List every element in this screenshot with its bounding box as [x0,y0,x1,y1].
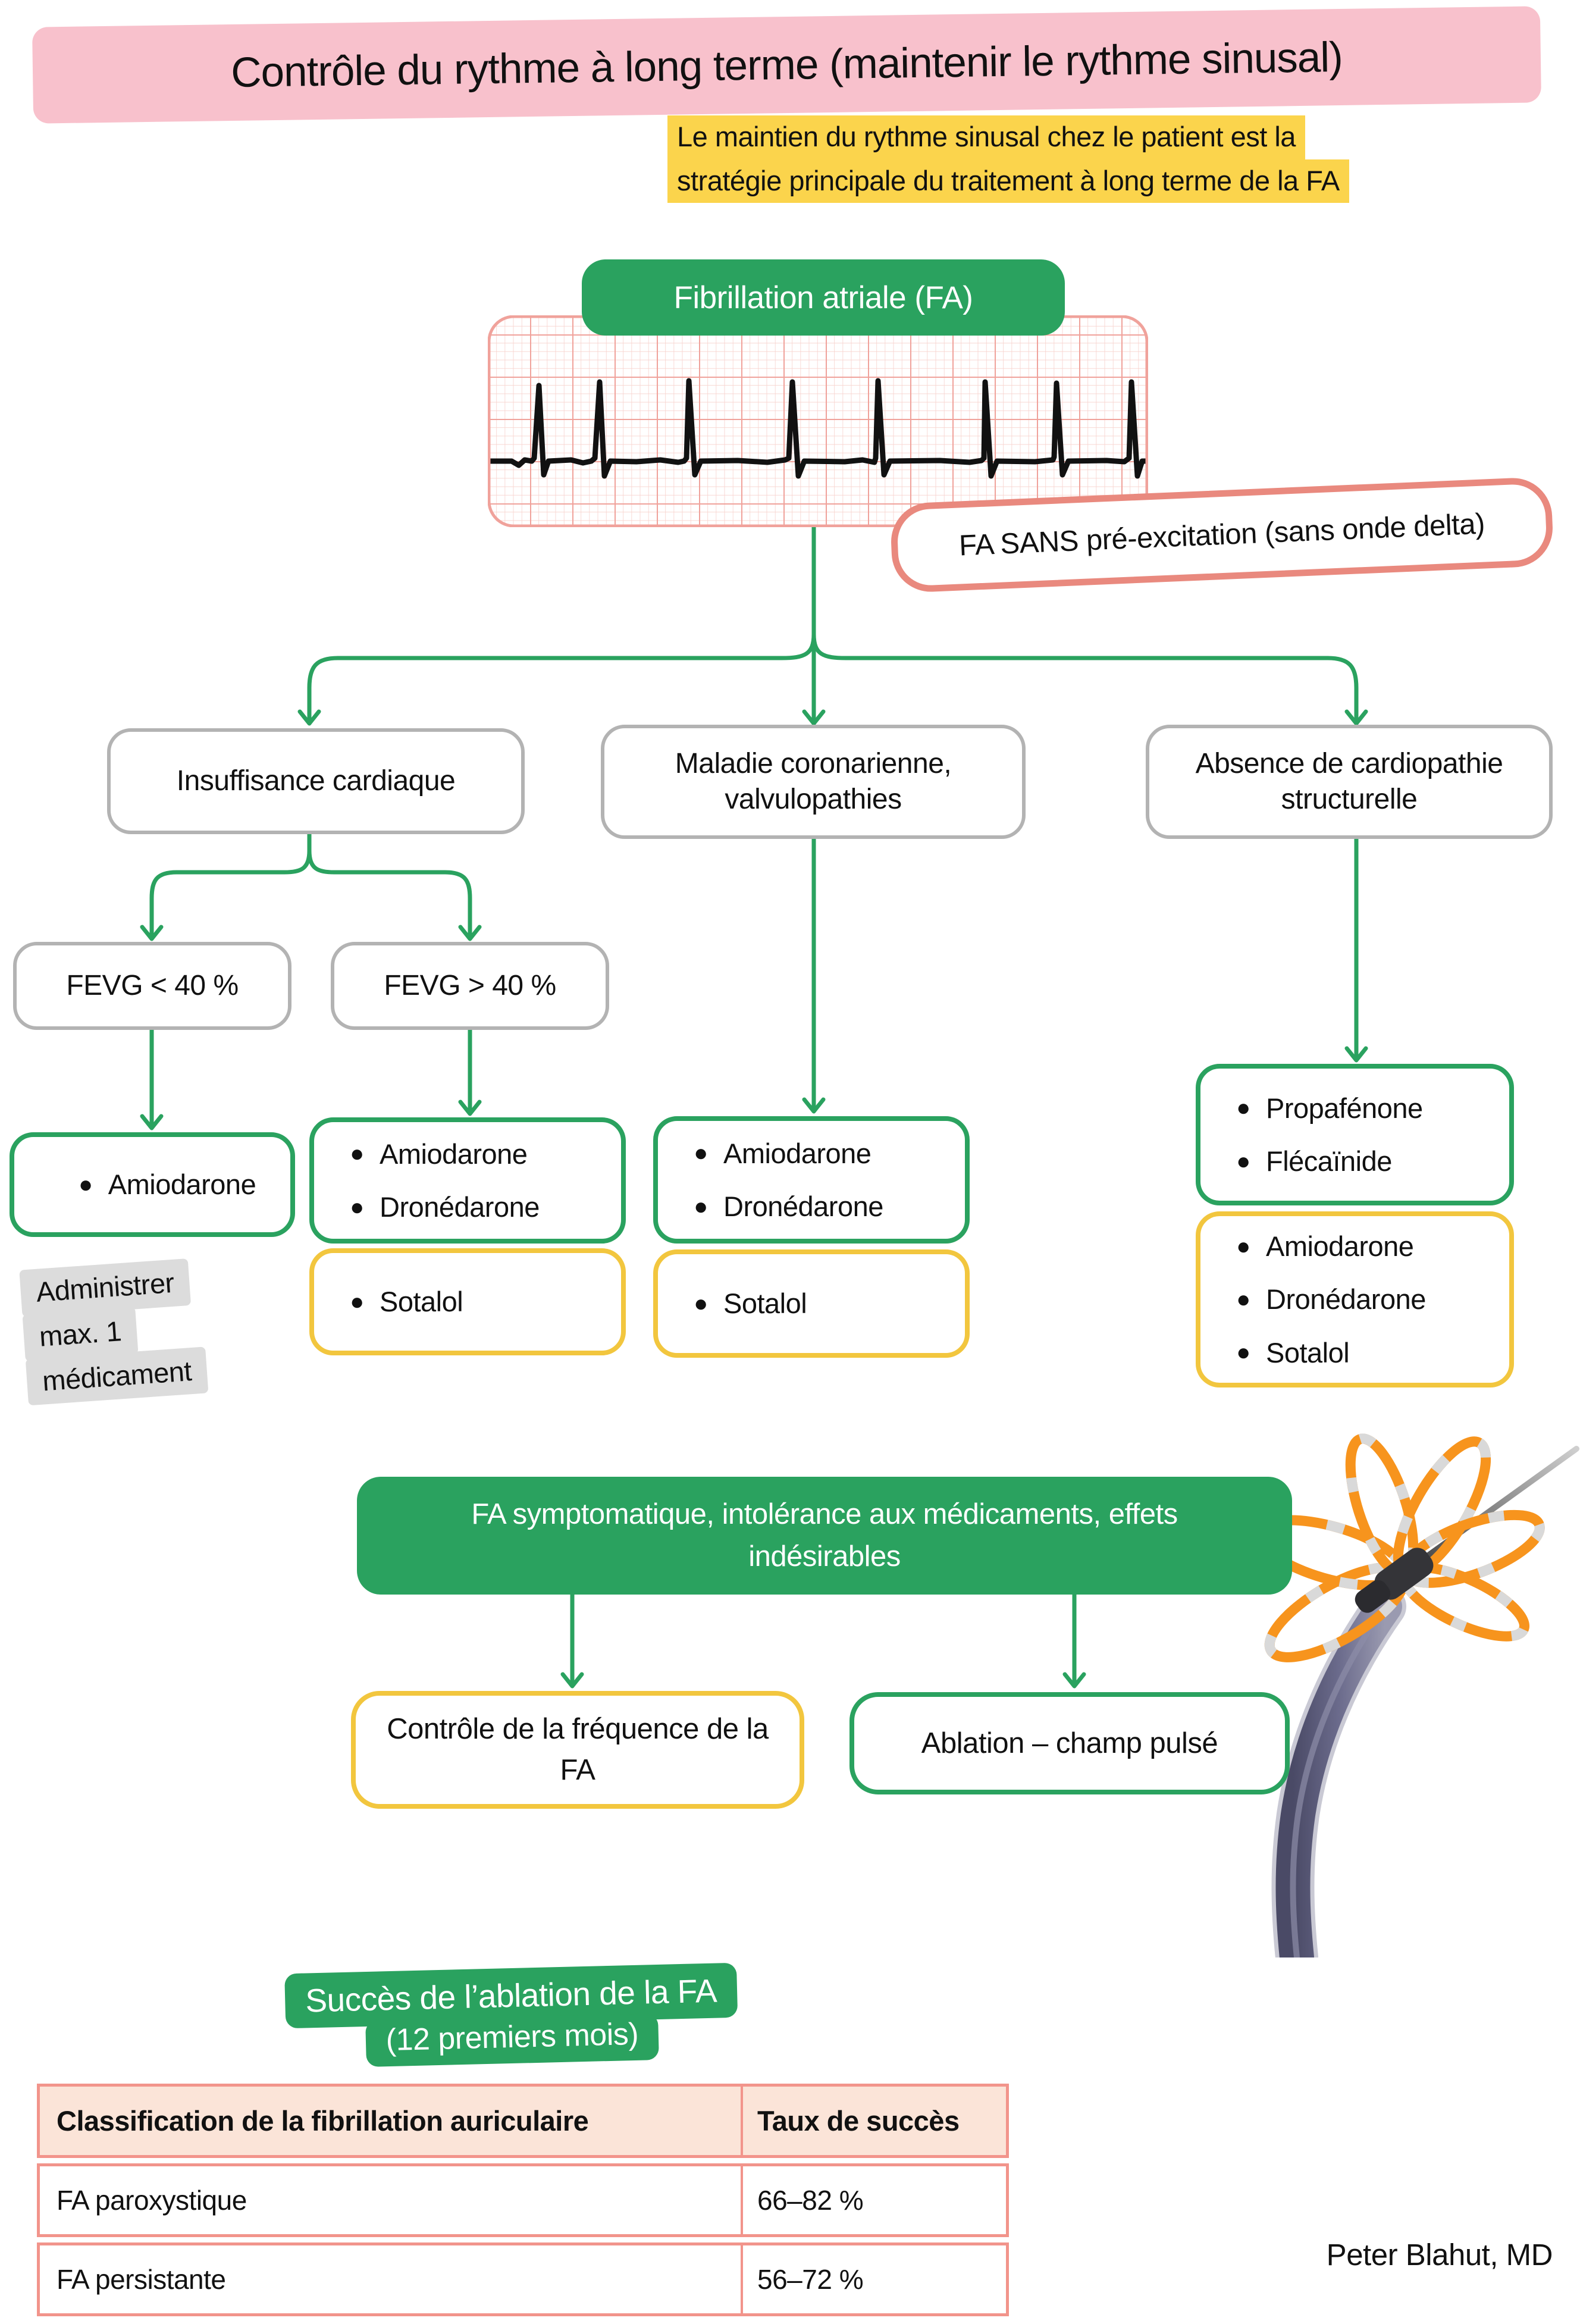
med-item: Dronédarone [1266,1283,1426,1316]
meds-cad-yellow-box: ● Sotalol [653,1249,970,1358]
med-list: ● Amiodarone ● Dronédarone ● Sotalol [1200,1220,1432,1379]
med-item: Sotalol [1266,1336,1350,1368]
node-no-structural-disease: Absence de cardiopathie structurelle [1146,725,1553,839]
node-heart-failure-label: Insuffisance cardiaque [176,765,456,797]
node-coronary-disease: Maladie coronarienne, valvulopathies [601,725,1026,839]
node-fevg-low-label: FEVG < 40 % [66,970,239,1001]
bullet: ● [1236,1286,1250,1313]
author-signature: Peter Blahut, MD [1326,2238,1553,2272]
subtitle-line-2: stratégie principale du traitement à lon… [667,159,1349,203]
med-item: Dronédarone [723,1191,883,1222]
bullet: ● [694,1193,708,1220]
node-fevg-high: FEVG > 40 % [331,942,609,1030]
node-heart-failure: Insuffisance cardiaque [107,728,525,834]
med-item: Dronédarone [380,1191,540,1223]
med-item: Propafénone [1266,1092,1423,1124]
meds-hf-low-green-box: ● Amiodarone [10,1132,295,1237]
table-header-row: Classification de la fibrillation auricu… [37,2084,1009,2158]
meds-hf-high-yellow-box: ● Sotalol [309,1248,626,1355]
med-list: ● Amiodarone ● Dronédarone [658,1127,889,1233]
med-list: ● Sotalol [314,1275,469,1328]
med-item: Amiodarone [1266,1230,1414,1263]
med-item: Amiodarone [723,1137,871,1169]
node-symptomatic-af-label: FA symptomatique, intolérance aux médica… [471,1498,1178,1573]
med-list: ● Amiodarone ● Dronédarone [314,1127,546,1234]
node-fevg-low: FEVG < 40 % [13,942,291,1030]
bullet: ● [1236,1095,1250,1122]
node-rate-control: Contrôle de la fréquence de la FA [351,1691,804,1809]
ecg-strip [488,315,1148,527]
node-ablation: Ablation – champ pulsé [849,1692,1290,1794]
meds-cad-green-box: ● Amiodarone ● Dronédarone [653,1116,970,1244]
table-row: FA persistante 56–72 % [37,2242,1009,2316]
node-atrial-fibrillation-label: Fibrillation atriale (FA) [673,280,973,315]
bullet: ● [1236,1148,1250,1174]
table-header-classification: Classification de la fibrillation auricu… [57,2105,589,2137]
med-list: ● Propafénone ● Flécaïnide [1200,1082,1429,1188]
med-item: Amiodarone [380,1138,528,1170]
meds-nsh-green-box: ● Propafénone ● Flécaïnide [1196,1064,1514,1205]
med-item: Sotalol [723,1288,807,1320]
subtitle-line-1: Le maintien du rythme sinusal chez le pa… [667,115,1305,159]
bullet: ● [350,1141,364,1167]
meds-hf-high-green-box: ● Amiodarone ● Dronédarone [309,1117,626,1244]
node-rate-control-label: Contrôle de la fréquence de la FA [387,1713,769,1786]
table-cell-type: FA paroxystique [57,2185,247,2216]
table-header-success-rate: Taux de succès [741,2087,1006,2155]
bullet: ● [694,1290,708,1317]
success-title: Succès de l’ablation de la FA (12 premie… [230,1961,794,2070]
ablation-catheter-illustration [1253,1433,1579,1957]
node-atrial-fibrillation: Fibrillation atriale (FA) [582,259,1065,336]
bullet: ● [350,1194,364,1220]
table-row: FA paroxystique 66–82 % [37,2163,1009,2237]
med-item: Flécaïnide [1266,1145,1392,1177]
meds-nsh-yellow-box: ● Amiodarone ● Dronédarone ● Sotalol [1196,1211,1514,1387]
success-title-line-2: (12 premiers mois) [365,2013,660,2067]
node-fevg-high-label: FEVG > 40 % [384,970,556,1001]
med-item: Sotalol [380,1286,463,1318]
table-cell-rate: 56–72 % [741,2245,1006,2313]
node-no-structural-disease-label: Absence de cardiopathie structurelle [1195,748,1503,815]
subtitle: Le maintien du rythme sinusal chez le pa… [667,115,1349,203]
bullet: ● [78,1171,93,1198]
med-item: Amiodarone [108,1169,256,1201]
bullet: ● [694,1140,708,1167]
med-list: ● Sotalol [658,1277,813,1330]
callout-label: FA SANS pré-excitation (sans onde delta) [958,508,1485,562]
node-symptomatic-af: FA symptomatique, intolérance aux médica… [357,1477,1292,1595]
table-cell-rate: 66–82 % [741,2166,1006,2234]
bullet: ● [1236,1339,1250,1366]
node-ablation-label: Ablation – champ pulsé [921,1727,1218,1759]
table-cell-type: FA persistante [57,2264,226,2295]
bullet: ● [1236,1233,1250,1260]
page-title: Contrôle du rythme à long terme (mainten… [230,33,1343,96]
ablation-success-table: Classification de la fibrillation auricu… [37,2084,1009,2322]
med-list: ● Amiodarone [43,1158,262,1211]
node-coronary-disease-label: Maladie coronarienne, valvulopathies [675,748,952,815]
note-max-one-drug: Administrer max. 1 médicament [19,1258,209,1406]
bullet: ● [350,1288,364,1315]
